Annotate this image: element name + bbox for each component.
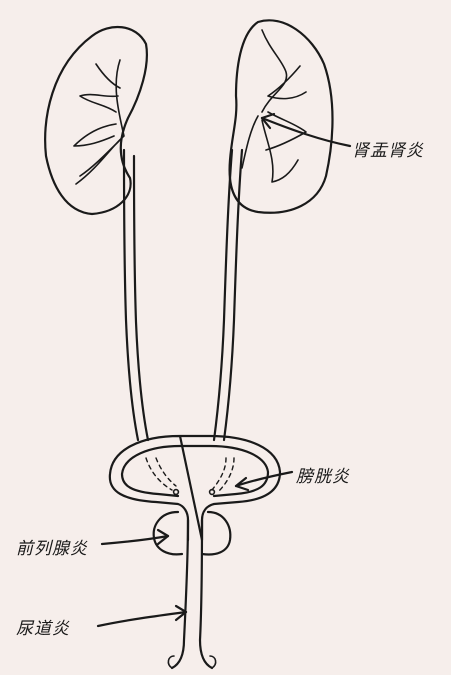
bladder-outer-wall xyxy=(110,436,280,540)
right-kidney xyxy=(230,20,333,212)
urethritis-pointer xyxy=(98,612,186,626)
label-prostatitis: 前列腺炎 xyxy=(16,534,88,559)
left-ureteral-orifice xyxy=(174,490,179,495)
label-urethritis: 尿道炎 xyxy=(16,614,70,639)
right-intramural-ureter-2 xyxy=(218,458,234,492)
left-intramural-ureter xyxy=(146,458,172,490)
right-ureteral-orifice xyxy=(210,490,215,495)
right-kidney-pelvis xyxy=(242,30,306,182)
label-cystitis: 膀胱炎 xyxy=(296,462,350,487)
urethra-left-wall xyxy=(172,520,188,668)
left-kidney xyxy=(45,27,147,214)
left-kidney-pelvis xyxy=(74,60,124,184)
left-intramural-ureter-2 xyxy=(156,458,176,486)
right-intramural-ureter xyxy=(212,458,226,490)
urethra-right-wall xyxy=(200,520,212,668)
label-pyelonephritis: 肾盂肾炎 xyxy=(352,136,424,161)
left-ureter-inner xyxy=(134,156,148,440)
